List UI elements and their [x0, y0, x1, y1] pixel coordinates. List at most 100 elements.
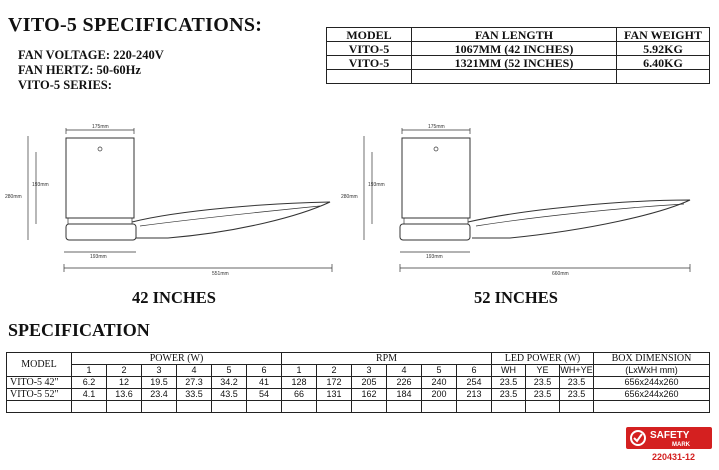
cell-power: 33.5: [176, 388, 212, 401]
cell-power: 19.5: [141, 376, 177, 389]
cell-led: 23.5: [559, 388, 594, 401]
fan-drawings: 175mm 193mm 280mm 193mm 551mm 175mm 193m…: [5, 124, 691, 277]
cell-rpm: 128: [281, 376, 317, 389]
fan-hertz: FAN HERTZ: 50-60Hz: [18, 63, 141, 77]
safety-label: SAFETY: [650, 430, 690, 441]
dim-span: 551mm: [212, 271, 229, 277]
cell-fan-length: 1321MM (52 INCHES): [411, 55, 617, 70]
header-led-power: LED POWER (W): [491, 352, 594, 365]
sub-rpm-2: 2: [316, 364, 352, 377]
cell-power: 23.4: [141, 388, 177, 401]
cell-rpm: 200: [421, 388, 457, 401]
cell-led: 23.5: [491, 388, 526, 401]
sub-rpm-6: 6: [456, 364, 492, 377]
sub-power-2: 2: [106, 364, 142, 377]
table-row: VITO-5 1321MM (52 INCHES) 6.40KG: [326, 55, 710, 70]
spec-title: SPECIFICATION: [8, 320, 150, 340]
dim-height-inner: 193mm: [32, 182, 49, 188]
cell-rpm: 172: [316, 376, 352, 389]
dim-height-total: 280mm: [341, 194, 358, 200]
cell-rpm: 254: [456, 376, 492, 389]
cell-led: 23.5: [491, 376, 526, 389]
header-fan-length: FAN LENGTH: [411, 27, 617, 42]
dim-height-total: 280mm: [5, 194, 22, 200]
cell-box: 656x244x260: [593, 376, 710, 389]
table-row-empty: [6, 400, 710, 413]
dim-span: 660mm: [552, 271, 569, 277]
spec-sub-header-row: 1 2 3 4 5 6 1 2 3 4 5 6 WH YE WH+YE (LxW…: [7, 364, 710, 377]
safety-mark-icon: SAFETY MARK 220431-12: [626, 427, 712, 462]
cell-power: 43.5: [211, 388, 247, 401]
cell-fan-weight: 6.40KG: [616, 55, 710, 70]
drawing-caption-42: 42 INCHES: [132, 288, 216, 307]
safety-code: 220431-12: [652, 452, 695, 462]
cell-fan-weight: 5.92KG: [616, 41, 710, 56]
cell-fan-length: 1067MM (42 INCHES): [411, 41, 617, 56]
header-fan-weight: FAN WEIGHT: [616, 27, 710, 42]
sub-box: (LxWxH mm): [593, 364, 710, 377]
dim-top-width: 175mm: [428, 124, 445, 130]
cell-led: 23.5: [525, 376, 560, 389]
row-model: VITO-5 52": [6, 388, 72, 401]
sub-rpm-1: 1: [281, 364, 317, 377]
cell-rpm: 213: [456, 388, 492, 401]
cell-model: VITO-5: [326, 41, 412, 56]
series-label: VITO-5 SERIES:: [18, 78, 112, 92]
header-model: MODEL: [6, 352, 72, 377]
sub-power-4: 4: [176, 364, 212, 377]
cell-box: 656x244x260: [593, 388, 710, 401]
cell-power: 41: [246, 376, 282, 389]
dim-height-inner: 193mm: [368, 182, 385, 188]
cell-power: 27.3: [176, 376, 212, 389]
cell-power: 6.2: [71, 376, 107, 389]
table-row: VITO-5 1067MM (42 INCHES) 5.92KG: [326, 41, 710, 56]
drawing-caption-52: 52 INCHES: [474, 288, 558, 307]
fan-drawing-42: [27, 128, 333, 272]
table-row: VITO-5 42" 6.2 12 19.5 27.3 34.2 41 128 …: [6, 376, 710, 389]
cell-led: 23.5: [525, 388, 560, 401]
cell-power: 12: [106, 376, 142, 389]
sub-power-5: 5: [211, 364, 247, 377]
cell-rpm: 66: [281, 388, 317, 401]
sub-led-whye: WH+YE: [559, 364, 594, 377]
sub-rpm-4: 4: [386, 364, 422, 377]
sub-rpm-5: 5: [421, 364, 457, 377]
header-power: POWER (W): [71, 352, 282, 365]
cell-rpm: 131: [316, 388, 352, 401]
cell-rpm: 184: [386, 388, 422, 401]
cell-model: VITO-5: [326, 55, 412, 70]
table-row-empty: [326, 69, 710, 84]
header-model: MODEL: [326, 27, 412, 42]
safety-sub: MARK: [672, 442, 691, 448]
model-table: MODEL FAN LENGTH FAN WEIGHT VITO-5 1067M…: [326, 27, 710, 84]
sub-power-1: 1: [71, 364, 107, 377]
cell-power: 54: [246, 388, 282, 401]
cell-power: 13.6: [106, 388, 142, 401]
sub-led-wh: WH: [491, 364, 526, 377]
cell-rpm: 226: [386, 376, 422, 389]
sub-rpm-3: 3: [351, 364, 387, 377]
sub-power-6: 6: [246, 364, 282, 377]
cell-power: 4.1: [71, 388, 107, 401]
fan-drawing-52: [363, 128, 691, 272]
sub-power-3: 3: [141, 364, 177, 377]
cell-rpm: 240: [421, 376, 457, 389]
header-rpm: RPM: [281, 352, 492, 365]
model-table-header-row: MODEL FAN LENGTH FAN WEIGHT: [326, 27, 710, 42]
dim-top-width: 175mm: [92, 124, 109, 130]
sub-led-ye: YE: [525, 364, 560, 377]
dim-base-width: 193mm: [426, 254, 443, 260]
table-row: VITO-5 52" 4.1 13.6 23.4 33.5 43.5 54 66…: [6, 388, 710, 401]
fan-voltage: FAN VOLTAGE: 220-240V: [18, 48, 164, 62]
cell-power: 34.2: [211, 376, 247, 389]
spec-group-header-row: MODEL POWER (W) RPM LED POWER (W) BOX DI…: [6, 352, 710, 377]
dim-base-width: 193mm: [90, 254, 107, 260]
row-model: VITO-5 42": [6, 376, 72, 389]
spec-table: MODEL POWER (W) RPM LED POWER (W) BOX DI…: [6, 352, 710, 413]
page-title: VITO-5 SPECIFICATIONS:: [8, 14, 263, 36]
cell-rpm: 162: [351, 388, 387, 401]
safety-mark-logo: SAFETY MARK 220431-12: [624, 425, 714, 465]
header-box-dimension: BOX DIMENSION: [593, 352, 710, 365]
cell-led: 23.5: [559, 376, 594, 389]
cell-rpm: 205: [351, 376, 387, 389]
